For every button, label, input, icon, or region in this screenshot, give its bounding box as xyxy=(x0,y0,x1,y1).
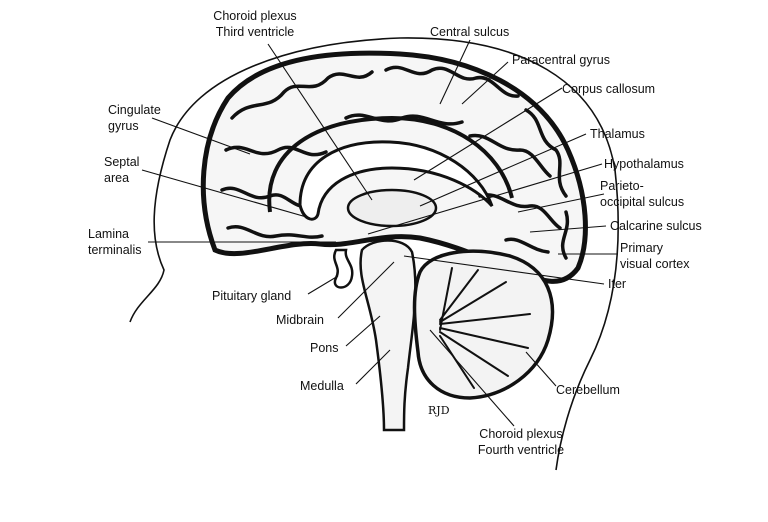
thalamus-shape xyxy=(346,188,438,228)
label-midbrain: Midbrain xyxy=(276,313,324,327)
label-line: occipital sulcus xyxy=(600,195,685,209)
leader-cingulate xyxy=(151,117,251,155)
leader-choroid-third xyxy=(267,43,373,201)
label-pons: Pons xyxy=(310,341,339,355)
label-line: gyrus xyxy=(108,119,139,133)
label-pituitary-gland: Pituitary gland xyxy=(212,289,292,303)
label-line: Parieto- xyxy=(600,179,644,193)
label-paracentral-gyrus: Paracentral gyrus xyxy=(512,53,610,67)
label-line: Cingulate xyxy=(108,103,161,117)
leader-septal xyxy=(141,169,311,219)
leader-cerebellum xyxy=(525,351,557,387)
label-choroid-plexus-third-ventricle: Choroid plexus Third ventricle xyxy=(190,8,320,40)
pituitary-shape xyxy=(333,248,354,289)
leader-hypothalamus xyxy=(367,163,603,235)
label-line: visual cortex xyxy=(620,257,690,271)
label-iter: Iter xyxy=(608,277,627,291)
label-choroid-plexus-fourth-ventricle: Choroid plexus Fourth ventricle xyxy=(456,426,586,458)
leader-pituitary xyxy=(307,275,339,295)
cingulate-sulcus xyxy=(267,115,514,213)
label-cingulate-gyrus: Cingulate gyrus xyxy=(108,102,161,134)
label-line: area xyxy=(104,171,130,185)
label-thalamus: Thalamus xyxy=(590,127,645,141)
leader-parieto-occipital xyxy=(517,193,605,213)
label-medulla: Medulla xyxy=(300,379,344,393)
leader-thalamus xyxy=(419,133,587,207)
leader-central-sulcus xyxy=(439,39,471,105)
artist-signature: RJD xyxy=(428,404,450,417)
leader-lines xyxy=(141,39,618,427)
brainstem-shape xyxy=(359,239,417,432)
leader-midbrain xyxy=(337,261,395,319)
leader-medulla xyxy=(355,349,391,385)
label-line: Primary xyxy=(620,241,664,255)
label-line: Fourth ventricle xyxy=(477,443,565,457)
label-corpus-callosum: Corpus callosum xyxy=(562,82,656,96)
head-outline xyxy=(129,37,619,471)
label-line: terminalis xyxy=(88,243,142,257)
label-line: Choroid plexus xyxy=(479,427,563,441)
label-line: Choroid plexus xyxy=(213,9,297,23)
leader-calcarine xyxy=(529,225,607,233)
leader-pons xyxy=(345,315,381,347)
label-primary-visual-cortex: Primary visual cortex xyxy=(620,240,689,272)
label-line: Septal xyxy=(104,155,140,169)
label-lamina-terminalis: Lamina terminalis xyxy=(88,226,142,258)
label-parieto-occipital-sulcus: Parieto- occipital sulcus xyxy=(600,178,684,210)
label-central-sulcus: Central sulcus xyxy=(430,25,510,39)
leader-iter xyxy=(403,255,605,285)
label-septal-area: Septal area xyxy=(104,154,139,186)
label-calcarine-sulcus: Calcarine sulcus xyxy=(610,219,702,233)
leader-choroid-fourth xyxy=(429,329,515,427)
leader-corpus-callosum xyxy=(413,87,563,181)
label-cerebellum: Cerebellum xyxy=(556,383,620,397)
label-line: Third ventricle xyxy=(215,25,295,39)
label-line: Lamina xyxy=(88,227,129,241)
leader-paracentral-gyrus xyxy=(461,61,509,105)
label-hypothalamus: Hypothalamus xyxy=(604,157,684,171)
cerebellum-shape xyxy=(412,249,555,400)
arbor-vitae xyxy=(439,267,531,389)
